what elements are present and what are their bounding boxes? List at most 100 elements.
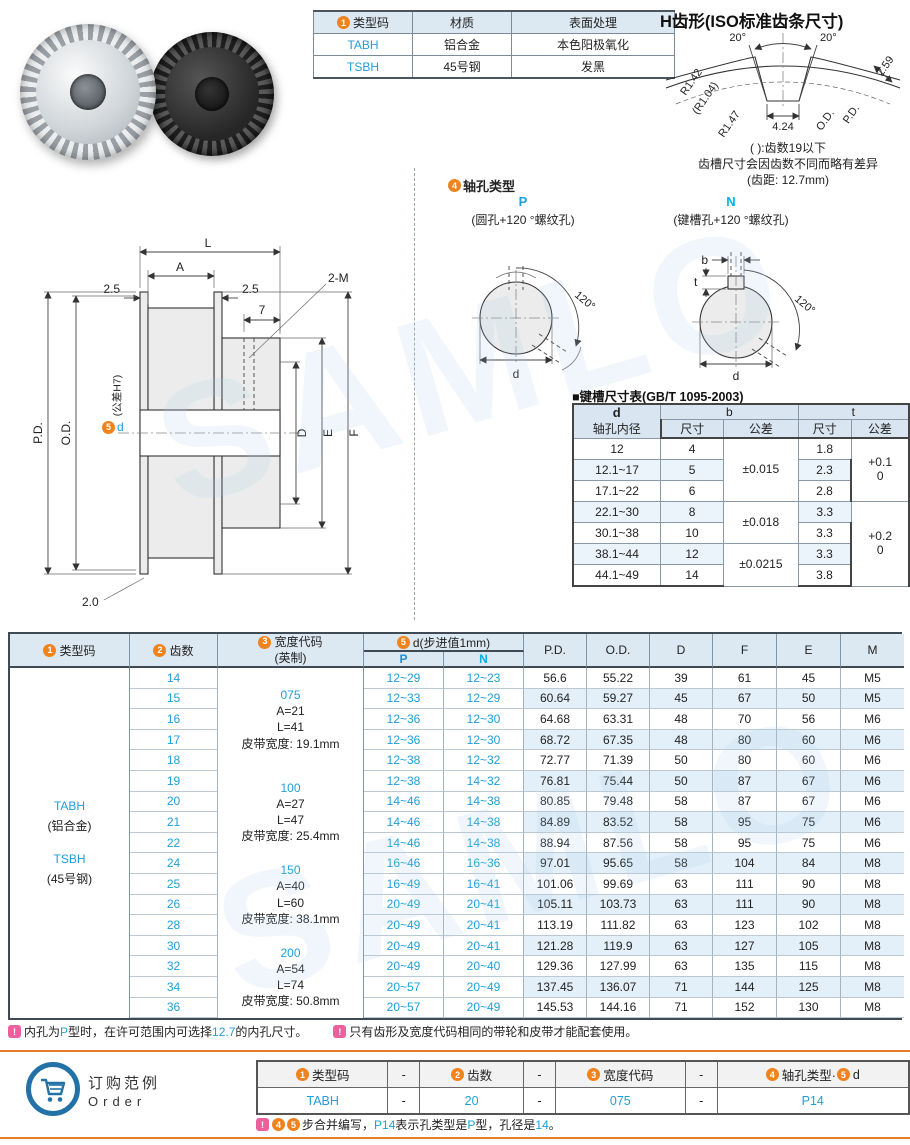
- E-value: 75: [777, 812, 841, 833]
- D-value: 58: [650, 812, 713, 833]
- d-range-n: 12~30: [444, 729, 524, 751]
- od-value: 144.16: [587, 997, 650, 1019]
- circled-5-icon: 5: [396, 635, 410, 649]
- M-value: M8: [841, 894, 904, 916]
- keyway-d: 30.1~38: [572, 522, 662, 544]
- dash: -: [523, 1060, 556, 1088]
- D-value: 71: [650, 976, 713, 998]
- pd-value: 97.01: [524, 853, 587, 874]
- M-value: M8: [841, 956, 904, 977]
- footnote-2: !只有齿形及宽度代码相同的带轮和皮带才能配套使用。: [333, 1023, 637, 1040]
- teeth-count: 25: [130, 873, 218, 895]
- hole-type-n-desc: (键槽孔+120 °螺纹孔): [673, 213, 789, 227]
- d-range-n: 14~32: [444, 770, 524, 792]
- F-value: 87: [713, 791, 777, 813]
- dim-OD: O.D.: [59, 421, 73, 446]
- keyway-b: 8: [660, 501, 725, 523]
- d-range-p: 14~46: [364, 791, 444, 813]
- d-range-p: 20~49: [364, 894, 444, 916]
- keyway-b-tol: ±0.018: [723, 501, 799, 544]
- teeth-count: 19: [130, 770, 218, 792]
- product-photo-steel-pulley: [150, 32, 274, 156]
- keyway-b: 14: [660, 564, 725, 587]
- tooth-profile-notes: ( ):齿数19以下 齿槽尺寸会因齿数不同而略有差异 (齿距: 12.7mm): [697, 141, 878, 188]
- od-value: 127.99: [587, 956, 650, 977]
- teeth-count: 15: [130, 688, 218, 710]
- d-range-p: 20~57: [364, 997, 444, 1019]
- D-value: 58: [650, 832, 713, 854]
- M-value: M8: [841, 976, 904, 998]
- teeth-count: 14: [130, 668, 218, 689]
- E-value: 125: [777, 976, 841, 998]
- F-value: 123: [713, 915, 777, 936]
- keyway-b: 10: [660, 522, 725, 544]
- od-value: 79.48: [587, 791, 650, 813]
- dash: -: [523, 1087, 556, 1115]
- dash: -: [387, 1087, 421, 1115]
- material-row: TABH 铝合金 本色阳极氧化: [313, 33, 675, 56]
- D-value: 63: [650, 894, 713, 916]
- spec-header-F: F: [713, 634, 777, 668]
- F-value: 111: [713, 894, 777, 916]
- d-range-p: 20~49: [364, 956, 444, 977]
- d-range-p: 20~49: [364, 915, 444, 936]
- hole-type-n-diagram: b t 120° d: [692, 252, 817, 383]
- pd-value: 101.06: [524, 873, 587, 895]
- d-range-p: 16~46: [364, 853, 444, 874]
- material-header-type: 类型码: [352, 16, 389, 30]
- keyway-d: 12.1~17: [572, 459, 662, 481]
- teeth-count: 26: [130, 894, 218, 916]
- circled-5-icon: 5: [287, 1118, 300, 1131]
- E-value: 56: [777, 709, 841, 730]
- keyway-t: 1.8: [797, 437, 852, 460]
- F-value: 87: [713, 770, 777, 792]
- od-value: 87.56: [587, 832, 650, 854]
- E-value: 105: [777, 935, 841, 957]
- od-value: 71.39: [587, 750, 650, 771]
- keyway-b: 12: [660, 543, 725, 565]
- circled-3-icon: 3: [587, 1068, 601, 1081]
- keyway-header-tol: 公差: [850, 419, 910, 439]
- F-value: 67: [713, 688, 777, 710]
- order-hole-code: P14: [716, 1087, 910, 1115]
- pd-label: P.D.: [841, 103, 862, 126]
- teeth-count: 30: [130, 935, 218, 957]
- pd-value: 113.19: [524, 915, 587, 936]
- dim-7: 7: [259, 303, 266, 317]
- D-value: 58: [650, 853, 713, 874]
- keyway-b: 6: [660, 480, 725, 502]
- hole-type-p-desc: (圆孔+120 °螺纹孔): [471, 213, 575, 227]
- D-value: 45: [650, 688, 713, 710]
- dim-D: D: [295, 428, 309, 437]
- pd-value: 137.45: [524, 976, 587, 998]
- dim-E: E: [321, 429, 335, 437]
- d-range-p: 12~38: [364, 770, 444, 792]
- d-range-n: 20~49: [444, 976, 524, 998]
- E-value: 102: [777, 915, 841, 936]
- D-value: 50: [650, 750, 713, 771]
- teeth-count: 36: [130, 997, 218, 1019]
- pd-value: 76.81: [524, 770, 587, 792]
- order-teeth: 20: [419, 1087, 525, 1115]
- E-value: 90: [777, 873, 841, 895]
- teeth-count: 32: [130, 956, 218, 977]
- keyway-header-tol: 公差: [723, 419, 799, 439]
- d-range-n: 20~49: [444, 997, 524, 1019]
- circled-5-icon: 5: [102, 420, 115, 434]
- od-value: 75.44: [587, 770, 650, 792]
- hole-type-n-label: N: [726, 194, 736, 209]
- circled-1-icon: 1: [336, 16, 350, 29]
- keyway-header-t: t: [797, 403, 910, 420]
- spec-header-M: M: [841, 634, 904, 668]
- M-value: M5: [841, 688, 904, 710]
- pulley-cross-section-drawing: 2-M L A 2.5 2.5 7 P.D. O.D. D E F 2.0: [31, 236, 361, 609]
- spec-header-od: O.D.: [587, 634, 650, 668]
- d-range-p: 12~33: [364, 688, 444, 710]
- od-label: O.D.: [814, 108, 837, 133]
